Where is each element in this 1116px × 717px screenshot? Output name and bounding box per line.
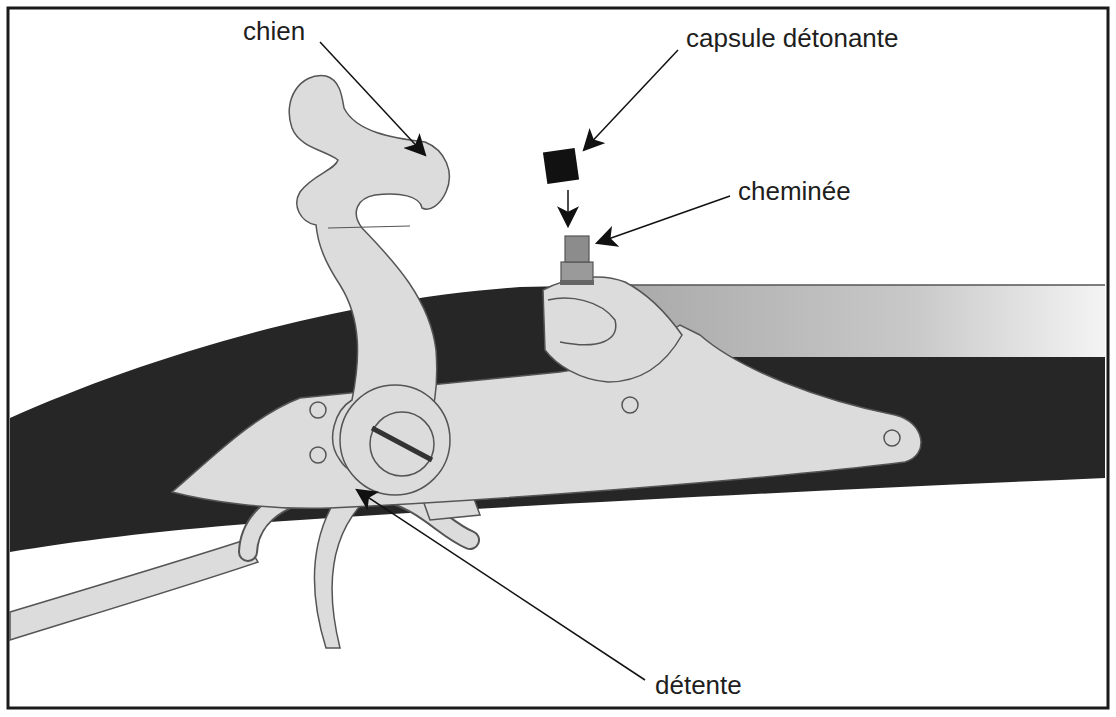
part-label: cheminée [738, 178, 851, 204]
leader-line [357, 490, 645, 680]
percussion-cap [543, 148, 579, 184]
frame [8, 8, 1108, 708]
nipple [561, 262, 593, 282]
part-label: chien [243, 18, 305, 44]
leader-line [320, 42, 425, 155]
leader-line [584, 50, 678, 150]
tumbler-screw [370, 412, 434, 476]
part-label: capsule détonante [686, 25, 899, 51]
cap-arrow [567, 190, 569, 226]
bolster [543, 277, 682, 382]
part-label: détente [655, 672, 742, 698]
guard-tang [10, 540, 258, 640]
leader-line [597, 196, 730, 243]
